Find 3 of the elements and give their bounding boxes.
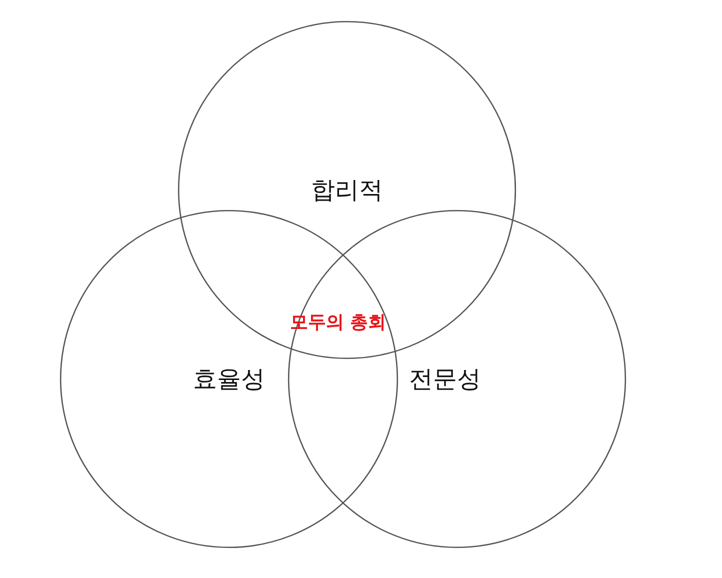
set-label: 효율성	[193, 366, 265, 392]
set-label: 전문성	[409, 366, 481, 392]
set-label: 합리적	[311, 176, 383, 204]
